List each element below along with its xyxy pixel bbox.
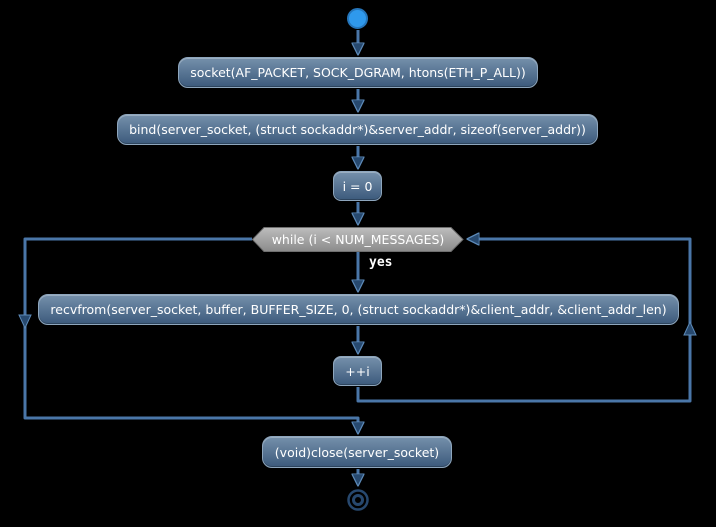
loop-exit-mid-arrowhead (18, 314, 32, 330)
activity-label: (void)close(server_socket) (274, 444, 440, 460)
activity-close-call: (void)close(server_socket) (262, 436, 452, 468)
activity-bind-call: bind(server_socket, (struct sockaddr*)&s… (117, 114, 598, 145)
activity-label: bind(server_socket, (struct sockaddr*)&s… (129, 122, 586, 137)
activity-label: i = 0 (342, 178, 373, 194)
loop-back-mid-arrowhead (683, 320, 697, 336)
edge-while-exit-to-close (23, 237, 358, 433)
loop-yes-label: yes (369, 255, 393, 270)
decision-label: while (i < NUM_MESSAGES) (271, 232, 445, 247)
decision-while-loop: while (i < NUM_MESSAGES) (252, 227, 464, 252)
start-node (347, 8, 368, 29)
activity-socket-call: socket(AF_PACKET, SOCK_DGRAM, htons(ETH_… (178, 57, 538, 88)
activity-label: recvfrom(server_socket, buffer, BUFFER_S… (50, 302, 667, 317)
activity-init-counter: i = 0 (333, 171, 382, 201)
activity-label: ++i (345, 363, 370, 379)
activity-recvfrom-call: recvfrom(server_socket, buffer, BUFFER_S… (38, 294, 679, 325)
activity-increment-counter: ++i (333, 356, 382, 386)
activity-label: socket(AF_PACKET, SOCK_DGRAM, htons(ETH_… (190, 65, 526, 80)
end-node-rings (347, 489, 369, 511)
end-node (344, 486, 372, 514)
